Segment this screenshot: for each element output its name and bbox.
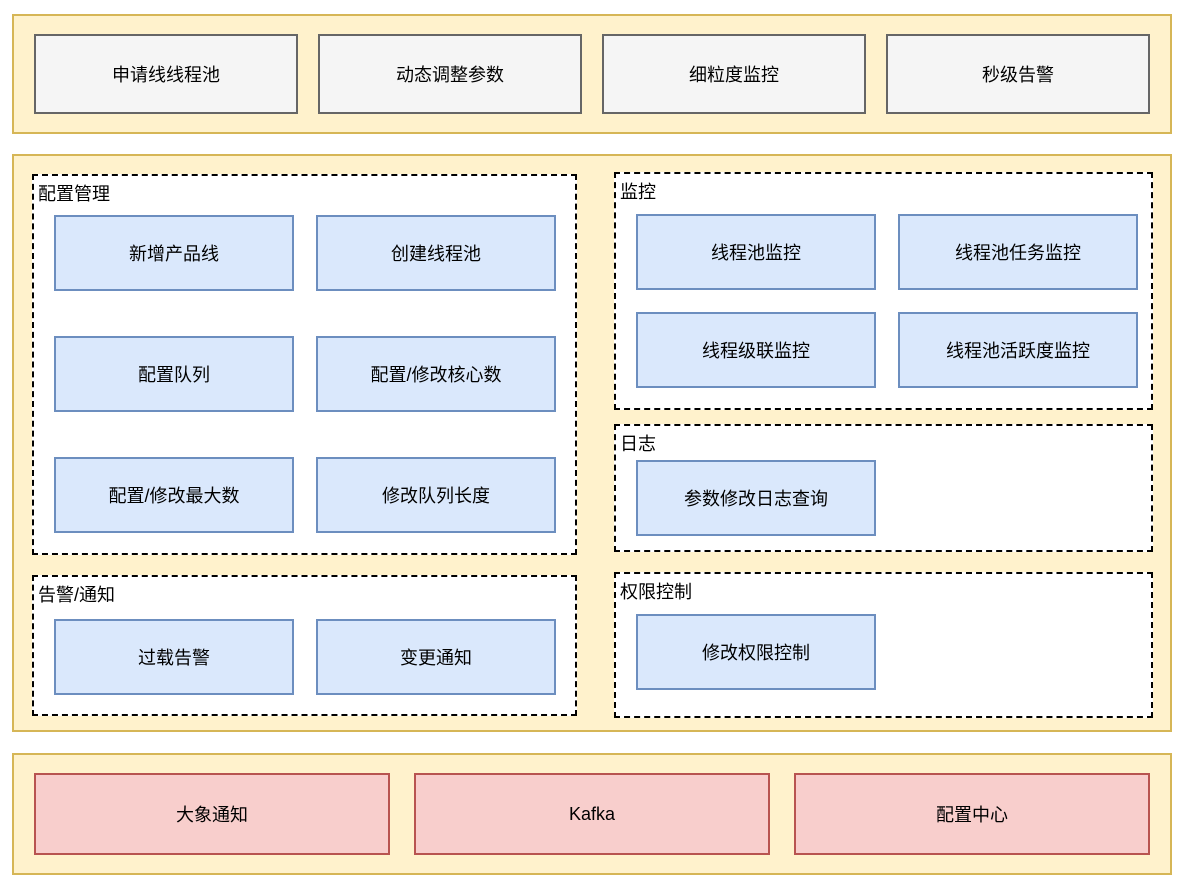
feature-label: 新增产品线 bbox=[129, 244, 219, 264]
feature-box-thread-cascade-monitoring: 线程级联监控 bbox=[636, 312, 876, 388]
capability-label: 细粒度监控 bbox=[689, 65, 779, 85]
section-title: 告警/通知 bbox=[38, 585, 116, 605]
feature-label: 创建线程池 bbox=[391, 244, 481, 264]
feature-box-add-product-line: 新增产品线 bbox=[54, 215, 294, 291]
feature-box-config-core-size: 配置/修改核心数 bbox=[316, 336, 556, 412]
feature-grid: 新增产品线 创建线程池 配置队列 配置/修改核心数 配置/修改最大数 修改队列长… bbox=[54, 215, 558, 533]
feature-label: 线程池监控 bbox=[711, 243, 801, 263]
feature-grid: 参数修改日志查询 bbox=[636, 460, 1140, 536]
infra-box-config-center: 配置中心 bbox=[794, 773, 1150, 855]
infra-box-daxiang-notification: 大象通知 bbox=[34, 773, 390, 855]
infra-label: 配置中心 bbox=[936, 805, 1008, 825]
infra-label: 大象通知 bbox=[176, 805, 248, 825]
feature-label: 配置队列 bbox=[138, 365, 210, 385]
section-title: 监控 bbox=[620, 182, 656, 202]
infrastructure-band: 大象通知 Kafka 配置中心 bbox=[12, 753, 1172, 875]
feature-box-change-notification: 变更通知 bbox=[316, 619, 556, 695]
capability-box-apply-thread-pool: 申请线线程池 bbox=[34, 34, 298, 114]
capability-label: 动态调整参数 bbox=[396, 65, 504, 85]
feature-label: 配置/修改最大数 bbox=[108, 486, 240, 506]
feature-box-config-queue: 配置队列 bbox=[54, 336, 294, 412]
section-monitoring: 监控 线程池监控 线程池任务监控 线程级联监控 线程池活跃度监控 bbox=[614, 172, 1153, 410]
section-permission-control: 权限控制 修改权限控制 bbox=[614, 572, 1153, 718]
feature-label: 线程池任务监控 bbox=[955, 243, 1081, 263]
feature-label: 线程级联监控 bbox=[702, 341, 810, 361]
section-config-management: 配置管理 新增产品线 创建线程池 配置队列 配置/修改核心数 配置/修改最大数 bbox=[32, 174, 577, 555]
feature-label: 过载告警 bbox=[138, 648, 210, 668]
feature-label: 线程池活跃度监控 bbox=[946, 341, 1090, 361]
capability-box-dynamic-adjust-params: 动态调整参数 bbox=[318, 34, 582, 114]
feature-grid: 线程池监控 线程池任务监控 线程级联监控 线程池活跃度监控 bbox=[636, 214, 1140, 388]
section-log: 日志 参数修改日志查询 bbox=[614, 424, 1153, 552]
feature-box-thread-pool-monitoring: 线程池监控 bbox=[636, 214, 876, 290]
feature-box-thread-pool-activity-monitoring: 线程池活跃度监控 bbox=[898, 312, 1138, 388]
feature-label: 参数修改日志查询 bbox=[684, 489, 828, 509]
infra-label: Kafka bbox=[568, 803, 616, 824]
feature-grid: 过载告警 变更通知 bbox=[54, 619, 558, 695]
infra-box-kafka: Kafka bbox=[414, 773, 770, 855]
feature-box-modify-permission-control: 修改权限控制 bbox=[636, 614, 876, 690]
capability-label: 秒级告警 bbox=[982, 65, 1054, 85]
feature-box-overload-alert: 过载告警 bbox=[54, 619, 294, 695]
capability-box-fine-grained-monitoring: 细粒度监控 bbox=[602, 34, 866, 114]
feature-label: 变更通知 bbox=[400, 648, 472, 668]
feature-grid: 修改权限控制 bbox=[636, 614, 1140, 690]
section-title: 权限控制 bbox=[620, 582, 692, 602]
section-title: 配置管理 bbox=[38, 184, 110, 204]
feature-label: 修改权限控制 bbox=[702, 643, 810, 663]
section-title: 日志 bbox=[620, 434, 656, 454]
capability-box-second-level-alert: 秒级告警 bbox=[886, 34, 1150, 114]
feature-label: 修改队列长度 bbox=[382, 486, 490, 506]
feature-box-create-thread-pool: 创建线程池 bbox=[316, 215, 556, 291]
feature-box-param-change-log-query: 参数修改日志查询 bbox=[636, 460, 876, 536]
capability-label: 申请线线程池 bbox=[112, 65, 220, 85]
feature-box-thread-pool-task-monitoring: 线程池任务监控 bbox=[898, 214, 1138, 290]
section-alert-notification: 告警/通知 过载告警 变更通知 bbox=[32, 575, 577, 716]
feature-label: 配置/修改核心数 bbox=[370, 365, 502, 385]
feature-box-modify-queue-length: 修改队列长度 bbox=[316, 457, 556, 533]
top-capability-band: 申请线线程池 动态调整参数 细粒度监控 秒级告警 bbox=[12, 14, 1172, 134]
platform-module-band: 配置管理 新增产品线 创建线程池 配置队列 配置/修改核心数 配置/修改最大数 bbox=[12, 154, 1172, 732]
feature-box-config-max-size: 配置/修改最大数 bbox=[54, 457, 294, 533]
